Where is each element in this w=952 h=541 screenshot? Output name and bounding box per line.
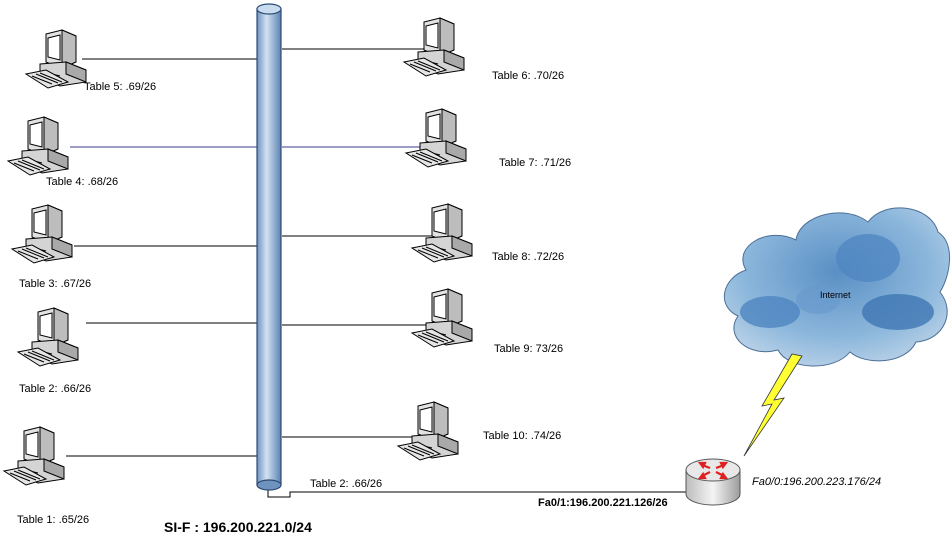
computer-icon [405, 108, 467, 168]
router-fa00-label: Fa0/0:196.200.223.176/24 [752, 476, 882, 488]
host-label-table9: Table 9: 73/26 [494, 343, 564, 355]
backbone-bus [256, 3, 282, 491]
internet-cloud-icon [723, 207, 951, 367]
host-label-table4: Table 4: .68/26 [46, 176, 119, 188]
left-links [66, 58, 258, 457]
computer-icon [11, 204, 73, 264]
host-label-table1: Table 1: .65/26 [17, 514, 90, 526]
right-links [282, 48, 435, 438]
computer-icon [25, 29, 87, 89]
computer-icon [411, 203, 473, 263]
host-label-table6: Table 6: .70/26 [492, 70, 565, 82]
uplink-label: Table 2: .66/26 [310, 478, 383, 490]
computer-icon [17, 307, 79, 367]
computer-icon [403, 17, 465, 77]
computer-icon [411, 288, 473, 348]
host-label-table10: Table 10: .74/26 [483, 430, 562, 442]
internet-label: Internet [820, 290, 851, 300]
host-label-table2: Table 2: .66/26 [19, 383, 92, 395]
router-fa01-label: Fa0/1:196.200.221.126/26 [538, 497, 668, 509]
router-icon [685, 458, 741, 506]
computer-icon [3, 426, 65, 486]
host-label-table5: Table 5: .69/26 [84, 81, 157, 93]
host-label-table3: Table 3: .67/26 [19, 278, 92, 290]
host-label-table7: Table 7: .71/26 [499, 157, 572, 169]
lightning-link-icon [743, 353, 803, 457]
network-title: SI-F : 196.200.221.0/24 [164, 519, 312, 535]
computer-icon [7, 116, 69, 176]
host-label-table8: Table 8: .72/26 [492, 251, 565, 263]
computer-icon [397, 401, 459, 461]
uplink-line [267, 485, 686, 498]
